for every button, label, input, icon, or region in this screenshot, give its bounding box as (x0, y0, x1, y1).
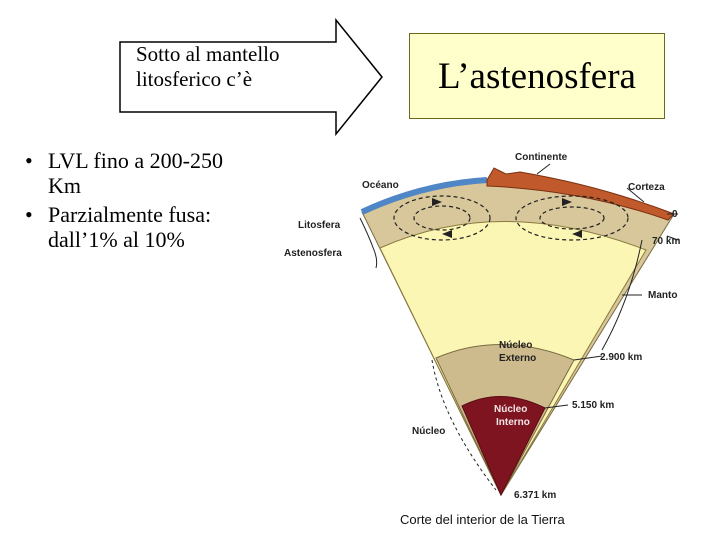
convection-arrows (432, 198, 582, 238)
core-brace (431, 359, 497, 491)
slide-title: L’astenosfera (409, 33, 665, 119)
bullet-item: • LVL fino a 200-250 Km (22, 148, 292, 198)
earth-interior-diagram: Continente Océano Corteza 0 Litosfera As… (282, 150, 682, 540)
label-outer-core-1: Núcleo (499, 340, 532, 351)
bullet-item: • Parzialmente fusa: dall’1% al 10% (22, 202, 292, 252)
label-ocean: Océano (362, 180, 399, 191)
bullet-dot-icon: • (25, 148, 33, 173)
label-depth-5150: 5.150 km (572, 400, 614, 411)
mantle-brace (601, 239, 643, 351)
callout-line-2: litosferico c’è (136, 67, 253, 91)
label-zero: 0 (672, 209, 678, 220)
bullet-line: Parzialmente fusa: (48, 202, 212, 227)
convection-cells (393, 195, 629, 241)
label-outer-core-2: Externo (499, 353, 536, 364)
label-mantle: Manto (648, 290, 677, 301)
callout-arrow (119, 18, 383, 136)
inner-core-layer (461, 396, 546, 497)
ocean-surface (360, 177, 488, 215)
bullet-list: • LVL fino a 200-250 Km • Parzialmente f… (22, 148, 292, 256)
label-asthenosphere: Astenosfera (284, 248, 342, 259)
bullet-line: LVL fino a 200-250 (48, 148, 223, 173)
bullet-line: Km (48, 173, 81, 198)
label-inner-core-1: Núcleo (494, 404, 527, 415)
lithosphere-brace (359, 217, 378, 269)
bullet-dot-icon: • (25, 202, 33, 227)
label-depth-6371: 6.371 km (514, 490, 556, 501)
label-depth-70: 70 km (652, 236, 680, 247)
label-depth-2900: 2.900 km (600, 352, 642, 363)
label-core: Núcleo (412, 426, 445, 437)
leader-lines (536, 163, 679, 409)
label-lithosphere: Litosfera (298, 220, 341, 231)
callout-text: Sotto al mantello litosferico c’è (136, 42, 279, 92)
callout-line-1: Sotto al mantello (136, 42, 280, 66)
bullet-line: dall’1% al 10% (48, 227, 185, 252)
label-continent: Continente (515, 152, 568, 163)
diagram-caption: Corte del interior de la Tierra (400, 512, 566, 527)
label-inner-core-2: Interno (496, 417, 530, 428)
label-crust: Corteza (628, 182, 665, 193)
